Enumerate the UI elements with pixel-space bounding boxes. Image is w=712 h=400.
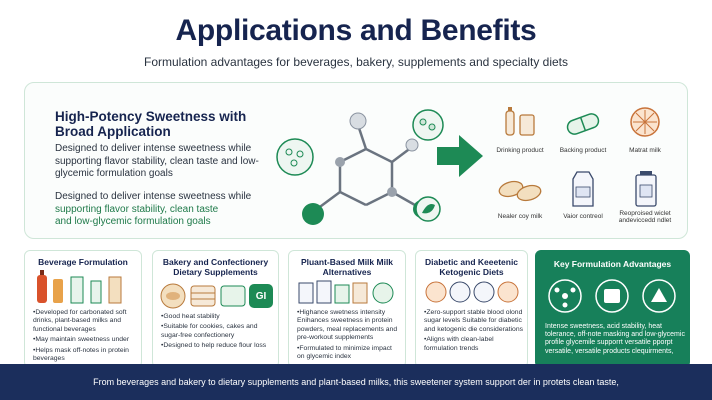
page-title: Applications and Benefits bbox=[175, 14, 537, 47]
product-label-1: Drinking product bbox=[496, 147, 544, 154]
bullet: Good heat stability bbox=[161, 313, 271, 321]
molecule-icon bbox=[312, 124, 423, 214]
beverage-bottles-icon bbox=[37, 270, 122, 304]
advantages-icons bbox=[548, 279, 676, 313]
bullet: Aligns with clean-label formulation tren… bbox=[424, 336, 524, 353]
bullet: Designed to help reduce flour loss bbox=[161, 342, 271, 350]
product-label-3: Matrat milk bbox=[629, 147, 661, 154]
product-label-5: Vaior contreol bbox=[563, 213, 603, 220]
card-plant-milk: Pluant-Based Milk Milk Alternatives High… bbox=[288, 250, 406, 368]
product-label-4: Nealer coy milk bbox=[497, 213, 543, 220]
page-subtitle: Formulation advantages for beverages, ba… bbox=[143, 55, 568, 69]
footer-band: From beverages and bakery to dietary sup… bbox=[0, 364, 712, 400]
card-bakery: Bakery and Confectionery Dietary Supplem… bbox=[152, 250, 279, 368]
key-advantages-panel: Key Formulation Advantages Intense sweet… bbox=[535, 250, 690, 368]
hero-paragraph-2-line-2: supporting flavor stability, clean taste bbox=[55, 203, 219, 215]
card-beverage-title: Beverage Formulation bbox=[38, 257, 128, 267]
hero-paragraph-2-line-3: and low-glycemic formulation goals bbox=[55, 216, 211, 227]
card-diabetic-title: Diabetic and Keeetenic Ketogenic Diets bbox=[424, 257, 519, 277]
bullet: Formulated to minimize impact on glycemi… bbox=[297, 345, 401, 362]
hero-panel: High-Potency Sweetness with Broad Applic… bbox=[24, 82, 688, 239]
card-beverage: Beverage Formulation Developed for carbo… bbox=[24, 250, 142, 368]
hero-paragraph-2: Designed to deliver intense sweetness wh… bbox=[55, 191, 295, 229]
bullet: Helps mask off-notes in protein beverage… bbox=[33, 347, 137, 364]
gi-badge: GI bbox=[255, 291, 267, 302]
card-plant-milk-title: Pluant-Based Milk Milk Alternatives bbox=[300, 257, 394, 277]
molecule-illustration bbox=[276, 109, 444, 225]
cookies-icon bbox=[498, 180, 542, 202]
plant-milk-icons bbox=[298, 280, 394, 304]
milk-carton-icon bbox=[572, 171, 594, 207]
card-bakery-bullets: Good heat stability Suitable for cookies… bbox=[161, 313, 271, 353]
key-advantages-text: Intense sweetness, acid stability, heat … bbox=[545, 323, 685, 355]
bakery-icons bbox=[160, 283, 273, 309]
arrow-right-icon bbox=[437, 135, 483, 177]
granules-bubble-icon bbox=[276, 138, 314, 176]
footer-text: From beverages and bakery to dietary sup… bbox=[93, 377, 619, 387]
card-beverage-bullets: Developed for carbonated soft drinks, pl… bbox=[33, 309, 137, 365]
card-diabetic: Diabetic and Keeetenic Ketogenic Diets Z… bbox=[415, 250, 528, 368]
bullet: May maintain sweetness under bbox=[33, 336, 137, 344]
bullet: Highance swetness intensity Enihances sw… bbox=[297, 309, 401, 343]
capsule-icon bbox=[566, 113, 600, 135]
citrus-slice-icon bbox=[630, 107, 660, 137]
diabetic-icons bbox=[425, 281, 519, 303]
card-bakery-title: Bakery and Confectionery Dietary Supplem… bbox=[162, 257, 269, 277]
hero-heading: High-Potency Sweetness with Broad Applic… bbox=[55, 109, 247, 139]
card-plant-milk-bullets: Highance swetness intensity Enihances sw… bbox=[297, 309, 401, 363]
crystals-bubble-icon bbox=[412, 109, 444, 141]
milk-box-icon bbox=[635, 171, 657, 207]
bottles-icon bbox=[505, 107, 535, 136]
bullet: Zero-support stable blood olond sugar le… bbox=[424, 309, 524, 334]
key-advantages-title: Key Formulation Advantages bbox=[553, 259, 672, 269]
bullet: Suitable for cookies, cakes and sugar-fr… bbox=[161, 323, 271, 340]
hero-paragraph-2-line-1: Designed to deliver intense sweetness wh… bbox=[55, 191, 252, 202]
product-label-6: Reoproised wiclet andeviccedd ndlet bbox=[618, 210, 672, 224]
product-label-2: Backing product bbox=[559, 147, 607, 154]
hero-paragraph-1: Designed to deliver intense sweetness wh… bbox=[55, 143, 259, 179]
card-diabetic-bullets: Zero-support stable blood olond sugar le… bbox=[424, 309, 524, 355]
bullet: Developed for carbonated soft drinks, pl… bbox=[33, 309, 137, 334]
